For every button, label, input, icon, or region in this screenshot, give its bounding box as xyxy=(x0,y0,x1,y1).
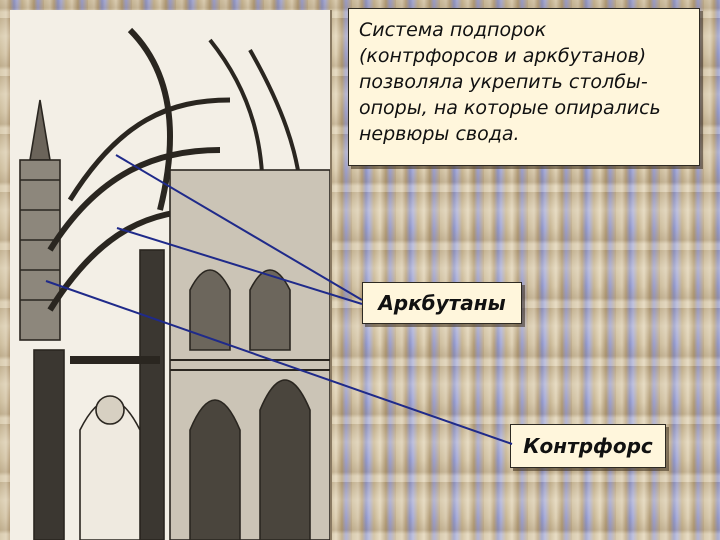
label-arcbutans-text: Аркбутаны xyxy=(378,291,505,315)
cathedral-illustration xyxy=(10,10,332,540)
label-buttress-text: Контрфорс xyxy=(523,434,653,458)
label-arcbutans: Аркбутаны xyxy=(362,282,522,324)
description-textbox: Система подпорок (контрфорсов и аркбутан… xyxy=(348,8,700,166)
label-buttress: Контрфорс xyxy=(510,424,666,468)
